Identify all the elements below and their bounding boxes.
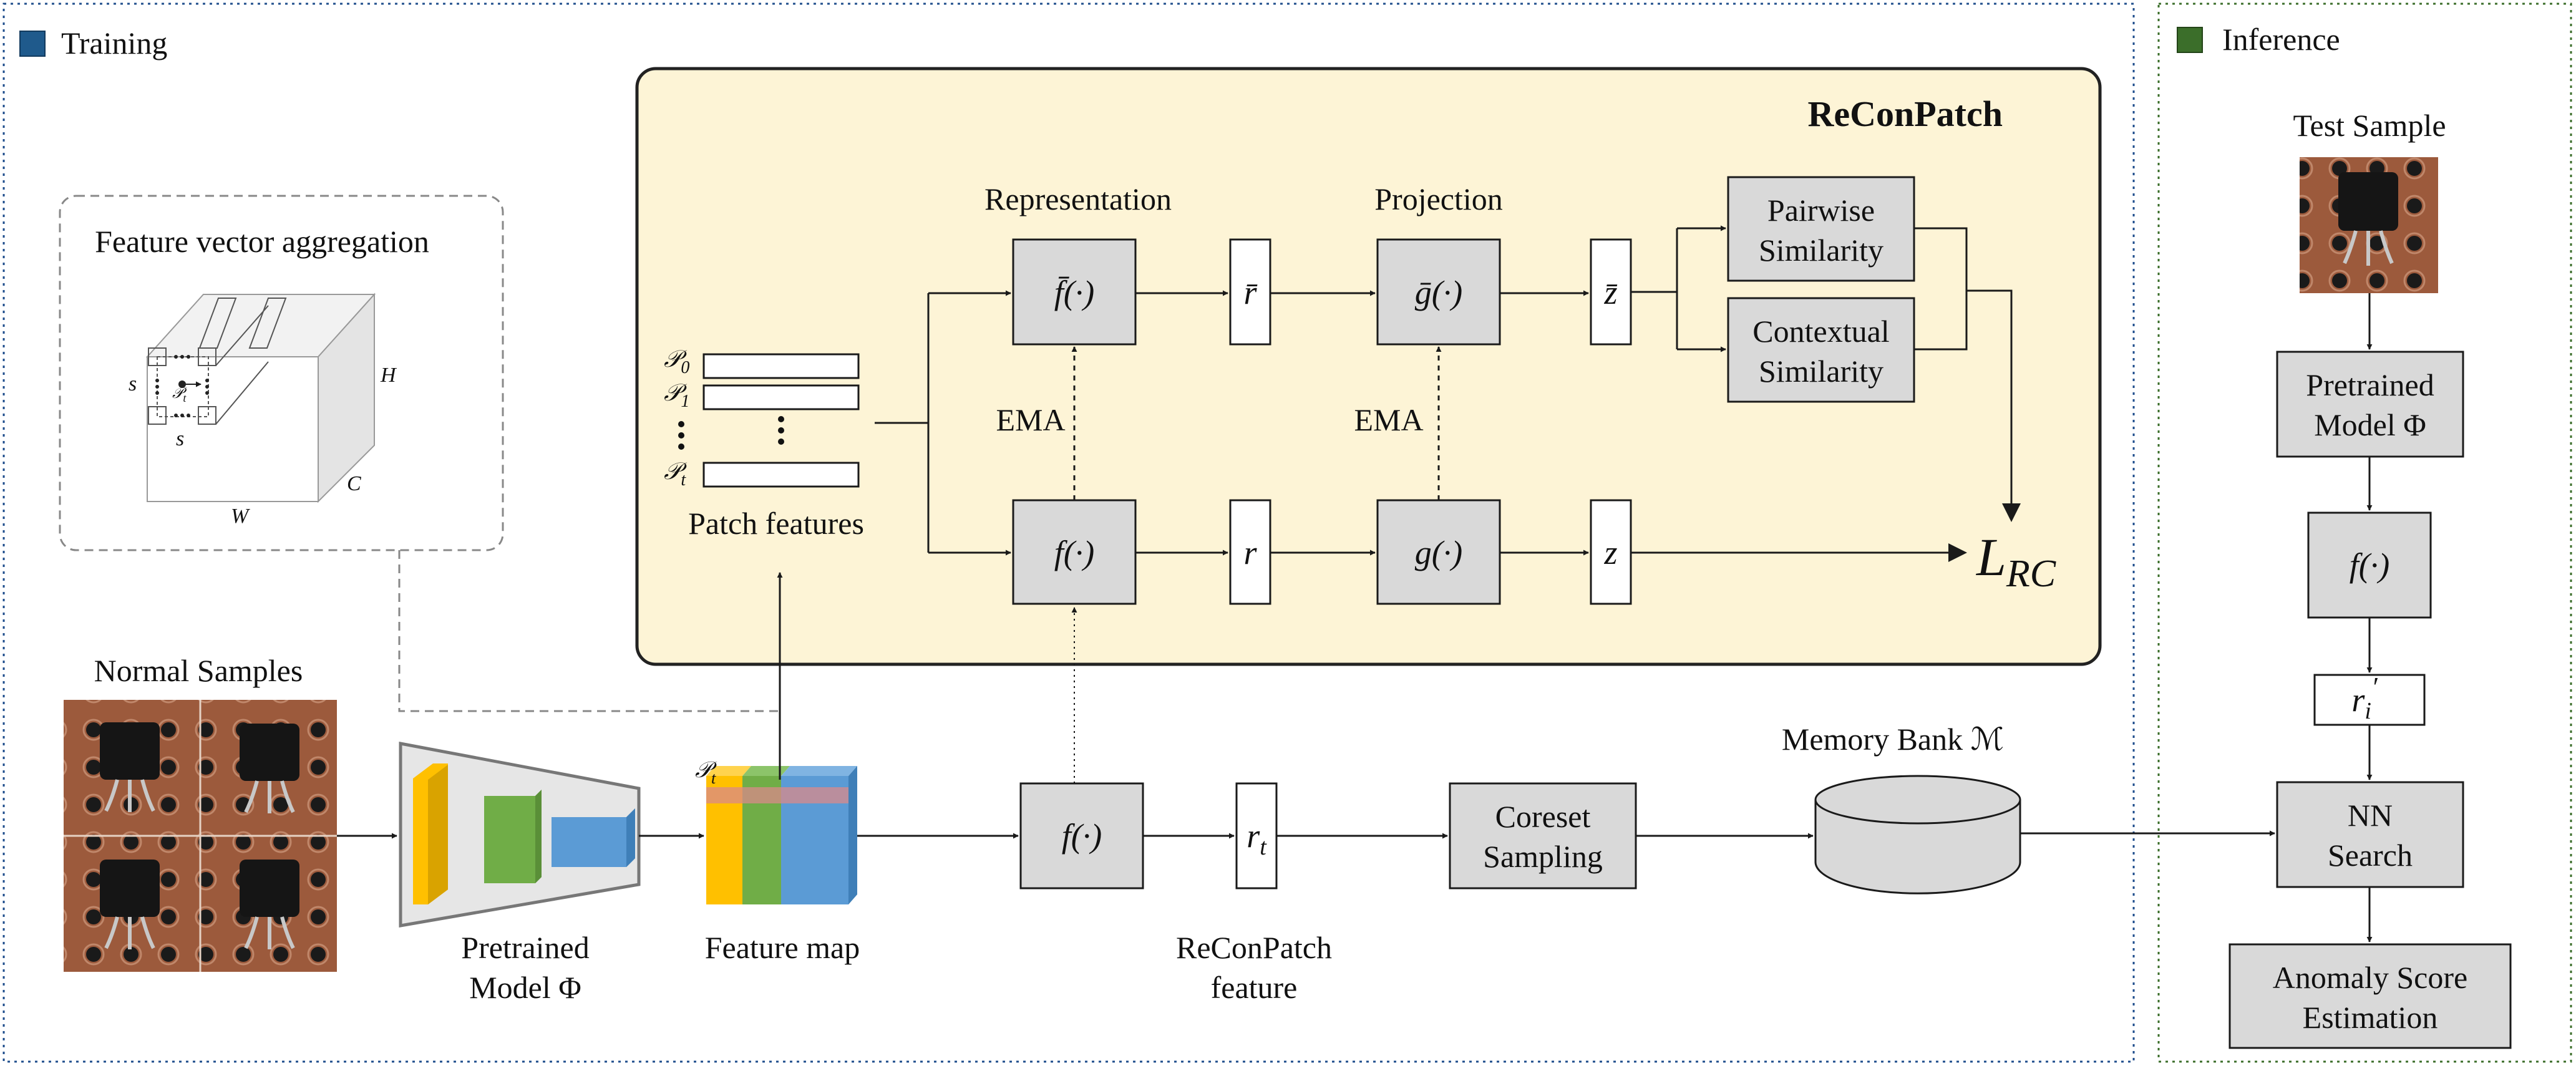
patch-sub-1: 1 — [681, 392, 689, 411]
anomaly-line1: Anomaly Score — [2273, 960, 2467, 995]
patch-feature-bar-1 — [702, 384, 860, 410]
nn-line2: Search — [2328, 838, 2413, 873]
nn-search-box — [2276, 781, 2464, 888]
normal-samples-label: Normal Samples — [94, 653, 303, 688]
z-bar-box — [1590, 238, 1632, 346]
rt-label: rt — [1247, 817, 1267, 860]
r-bar-box — [1229, 238, 1271, 346]
r-bar-label: r̄ — [1243, 274, 1258, 311]
pretrained-model-line1: Pretrained — [461, 930, 589, 965]
pipeline-f-box — [1019, 782, 1144, 889]
aggregation-c-label: C — [347, 472, 361, 495]
representation-label: Representation — [984, 182, 1172, 216]
g-bar-label: ḡ(·) — [1415, 274, 1462, 311]
contextual-line2: Similarity — [1759, 354, 1883, 389]
ema-label-2: EMA — [1354, 402, 1423, 437]
pairwise-similarity-box — [1727, 176, 1915, 282]
rt-box — [1235, 782, 1278, 889]
similarity-merge-line — [1914, 227, 1968, 351]
patch-label-1: 𝒫1 — [664, 380, 689, 411]
reconpatch-title: ReConPatch — [1807, 94, 2003, 134]
reconpatch-feature-line2: feature — [1211, 970, 1298, 1005]
aggregation-panel — [59, 195, 504, 551]
aggregation-title: Feature vector aggregation — [95, 224, 429, 259]
pipeline-f-label: f(·) — [1062, 817, 1102, 855]
aggregation-s-left-label: s — [129, 372, 137, 395]
r-label: r — [1243, 534, 1257, 571]
rt-main: r — [1247, 817, 1260, 855]
f-box — [1012, 499, 1137, 605]
normal-samples-images — [64, 700, 337, 972]
aggregation-p-sub: t — [183, 392, 187, 404]
z-box — [1590, 499, 1632, 605]
anomaly-score-box — [2228, 943, 2512, 1049]
g-bar-box — [1376, 238, 1501, 346]
pairwise-line1: Pairwise — [1767, 193, 1875, 228]
training-legend-swatch — [19, 31, 46, 57]
ri-prime: ′ — [2371, 672, 2378, 702]
patch-features-label: Patch features — [688, 506, 864, 541]
ri-box — [2313, 674, 2426, 726]
aggregation-h-label: H — [380, 364, 397, 387]
arrow-similarity-loss — [1966, 289, 2021, 522]
rt-sub: t — [1260, 834, 1267, 860]
inference-pretrained-line2: Model Φ — [2314, 407, 2426, 442]
test-sample-label: Test Sample — [2293, 108, 2446, 143]
ri-sub: i — [2365, 698, 2371, 724]
inference-legend-label: Inference — [2222, 22, 2340, 57]
coreset-line1: Coreset — [1495, 799, 1591, 834]
feature-map-p-sub: t — [711, 769, 716, 787]
r-box — [1229, 499, 1271, 605]
loss-label: LRC — [1975, 527, 2056, 595]
contextual-similarity-box — [1727, 297, 1915, 403]
f-bar-box — [1012, 238, 1137, 346]
aggregation-connector — [398, 550, 780, 712]
f-label: f(·) — [1054, 534, 1094, 571]
pretrained-model-line2: Model Φ — [469, 970, 581, 1005]
inference-legend-swatch — [2177, 27, 2203, 53]
training-region — [2, 2, 2135, 1063]
test-sample-image — [2300, 157, 2438, 293]
patch-sub-t: t — [681, 470, 686, 490]
inference-pretrained-line1: Pretrained — [2306, 367, 2434, 402]
g-label: g(·) — [1415, 534, 1462, 571]
aggregation-s-bottom-label: s — [176, 427, 184, 450]
ri-label: ri′ — [2351, 672, 2378, 724]
reconpatch-feature-line1: ReConPatch — [1176, 930, 1332, 965]
aggregation-w-label: W — [231, 505, 250, 528]
aggregation-cube — [145, 293, 376, 503]
anomaly-line2: Estimation — [2303, 1000, 2438, 1035]
patch-feature-bar-0 — [702, 353, 860, 379]
feature-map-stack — [706, 766, 857, 904]
feature-map-label: Feature map — [705, 930, 860, 965]
coreset-sampling-box — [1449, 782, 1637, 889]
coreset-line2: Sampling — [1483, 839, 1603, 874]
z-bar-label: z̄ — [1603, 274, 1618, 311]
patch-ellipsis — [678, 416, 784, 450]
g-box — [1376, 499, 1501, 605]
memory-bank-label: Memory Bank ℳ — [1782, 722, 2004, 757]
inference-region — [2157, 2, 2572, 1063]
patch-feature-bar-t — [702, 462, 860, 488]
ri-main: r — [2351, 681, 2365, 719]
loss-subscript: RC — [2006, 553, 2056, 595]
memory-bank-cylinder — [1814, 775, 2021, 894]
inference-f-label: f(·) — [2350, 546, 2389, 584]
contextual-line1: Contextual — [1752, 314, 1889, 349]
nn-line1: NN — [2348, 798, 2393, 833]
loss-main: L — [1975, 527, 2006, 587]
f-bar-label: f̄(·) — [1054, 274, 1094, 311]
z-label: z — [1603, 534, 1617, 571]
pretrained-model-trapezoid — [399, 741, 641, 928]
patch-sub-0: 0 — [681, 358, 689, 377]
ema-label-1: EMA — [996, 402, 1065, 437]
training-legend-label: Training — [61, 26, 167, 61]
pairwise-line2: Similarity — [1759, 233, 1883, 268]
projection-label: Projection — [1374, 182, 1503, 216]
